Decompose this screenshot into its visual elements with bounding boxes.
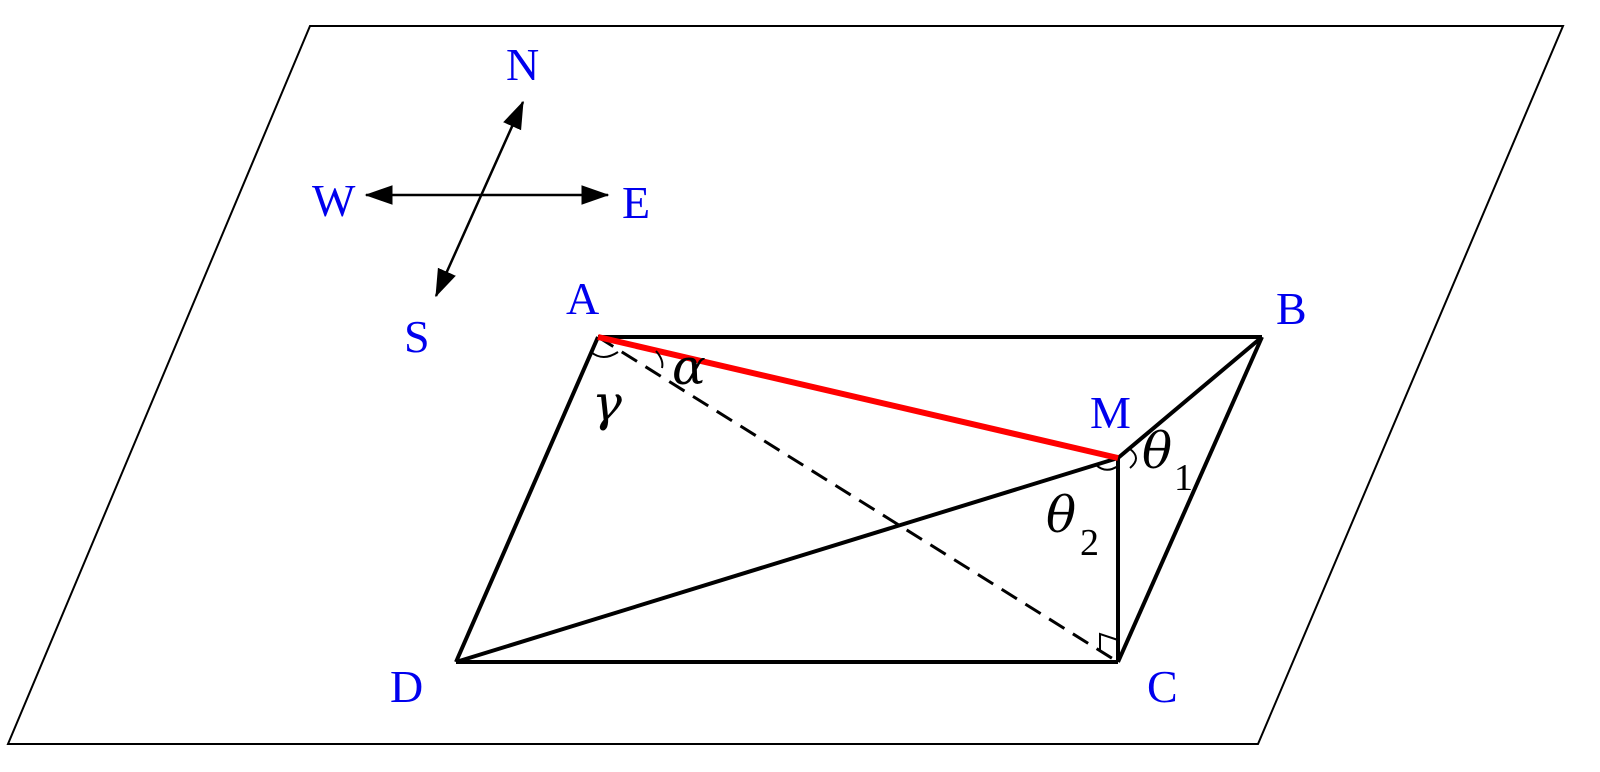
angle-theta1-symbol: θ xyxy=(1142,422,1172,480)
angle-arc-gamma xyxy=(590,351,619,358)
highlight-line-am xyxy=(597,334,1119,461)
point-c-label: C xyxy=(1147,661,1178,712)
edge-md xyxy=(455,456,1119,664)
angle-theta2-label: θ 2 xyxy=(1046,486,1099,564)
angle-arc-theta1 xyxy=(1129,448,1137,469)
angle-arc-theta2 xyxy=(1095,464,1119,471)
point-a-label: A xyxy=(566,273,599,324)
point-b-label: B xyxy=(1276,283,1307,334)
compass-east-label: E xyxy=(622,177,650,228)
edge-da xyxy=(454,336,600,663)
point-m-label: M xyxy=(1090,387,1131,438)
angle-theta1-label: θ 1 xyxy=(1142,422,1193,499)
compass-west-label: W xyxy=(312,175,356,226)
ground-plane xyxy=(6,25,1565,745)
angle-gamma-label: γ xyxy=(592,374,622,432)
edge-bc xyxy=(1116,336,1264,663)
point-d-label: D xyxy=(390,661,423,712)
compass-north-label: N xyxy=(506,39,539,90)
right-angle-mark xyxy=(1099,632,1119,650)
dashed-diagonal-ac xyxy=(597,335,1119,664)
compass: N S E W xyxy=(312,39,650,362)
compass-south-label: S xyxy=(404,311,430,362)
angle-arc-alpha xyxy=(655,350,664,369)
angle-alpha-label: α xyxy=(672,338,706,396)
compass-ns-arrow xyxy=(434,100,525,298)
edge-mb xyxy=(1116,335,1264,460)
angle-theta1-subscript: 1 xyxy=(1174,457,1193,499)
angle-theta2-symbol: θ xyxy=(1046,486,1076,544)
angle-theta2-subscript: 2 xyxy=(1080,522,1099,564)
quadrilateral-abcd xyxy=(454,335,1264,664)
